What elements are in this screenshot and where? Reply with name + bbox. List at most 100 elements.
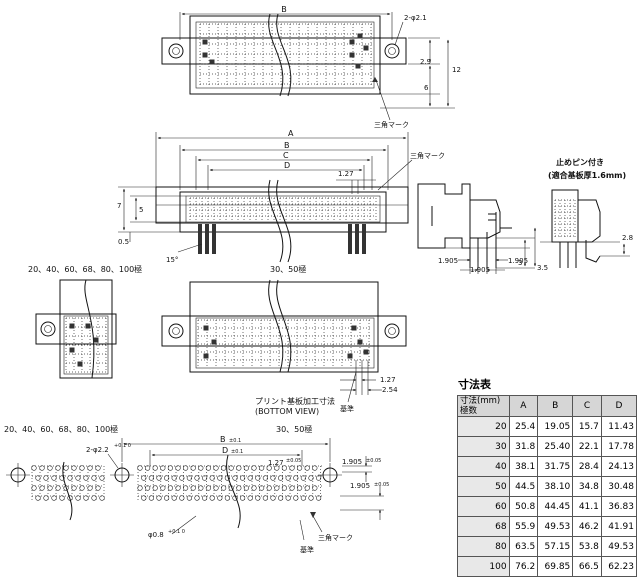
- pcb-hole: [164, 475, 170, 481]
- pcb-hole: [247, 475, 253, 481]
- pcb-hole: [183, 465, 189, 471]
- cell-d: 11.43: [600, 416, 638, 437]
- pcb-sub: (BOTTOM VIEW): [255, 407, 319, 416]
- pcb-hole: [141, 475, 147, 481]
- header-dim: 寸法(mm): [460, 396, 501, 406]
- pcb-hole: [198, 485, 204, 491]
- pcb-hole: [148, 475, 154, 481]
- cell-d: 41.91: [600, 516, 638, 537]
- row-poles: 50: [457, 476, 510, 497]
- hole-08-tol: +0.1 0: [168, 529, 185, 535]
- pin-square: [351, 325, 357, 331]
- pcb-hole: [243, 485, 249, 491]
- pcb-hole: [137, 465, 143, 471]
- pcb-hole: [47, 465, 53, 471]
- cell-c: 46.2: [572, 516, 602, 537]
- pcb-hole: [293, 495, 299, 501]
- side-profile: 3 3.5 1.905 1.905 1.905: [417, 183, 548, 274]
- cell-c: 34.8: [572, 476, 602, 497]
- header-poles: 極数: [460, 406, 478, 416]
- cell-a: 55.9: [508, 516, 539, 537]
- cell-c: 41.1: [572, 496, 602, 517]
- pcb-hole: [67, 475, 73, 481]
- pcb-hole: [43, 475, 49, 481]
- dim-127-bot-tol: ±0.05: [286, 458, 301, 464]
- dim-7-label: 7: [117, 202, 121, 210]
- row-poles: 68: [457, 516, 510, 537]
- pin-square: [203, 325, 209, 331]
- row-poles: 20: [457, 416, 510, 437]
- pcb-hole: [304, 465, 310, 471]
- angle-15-label: 15°: [166, 256, 178, 264]
- cell-c: 28.4: [572, 456, 602, 477]
- dim-b-bot-label: B: [220, 435, 226, 444]
- cell-b: 25.40: [537, 436, 574, 457]
- cell-c: 66.5: [572, 556, 602, 577]
- table-title: 寸法表: [458, 378, 491, 391]
- cell-d: 49.53: [600, 536, 638, 557]
- pcb-hole: [281, 485, 288, 491]
- cell-b: 38.10: [537, 476, 574, 497]
- pcb-hole: [194, 475, 200, 481]
- row-poles: 60: [457, 496, 510, 517]
- cell-b: 57.15: [537, 536, 574, 557]
- pin-leg: [198, 224, 202, 254]
- pin-leg: [212, 224, 216, 254]
- pcb-hole: [251, 465, 257, 471]
- pcb-hole: [221, 485, 227, 491]
- pcb-hole: [79, 485, 85, 491]
- pcb-hole: [240, 495, 246, 501]
- cell-a: 31.8: [508, 436, 539, 457]
- row-poles: 80: [457, 536, 510, 557]
- pcb-hole: [35, 475, 41, 481]
- cell-d: 62.23: [600, 556, 638, 577]
- dim-127-b-label: 1.27: [380, 376, 396, 384]
- dim-12-label: 12: [452, 66, 461, 74]
- pin-square: [209, 59, 215, 65]
- col-c-header: C: [572, 395, 602, 417]
- pin-square: [69, 347, 75, 353]
- pin-square: [349, 39, 355, 45]
- pcb-hole: [236, 465, 242, 471]
- pcb-hole: [262, 495, 269, 501]
- dim-b-bot-tol: ±0.1: [229, 438, 241, 444]
- pcb-hole: [43, 495, 49, 501]
- pcb-hole: [209, 475, 215, 481]
- pcb-hole: [167, 465, 173, 471]
- pcb-hole: [148, 495, 154, 501]
- dim-3-label: 3: [518, 259, 522, 267]
- pcb-hole: [145, 465, 151, 471]
- pcb-hole: [255, 495, 261, 501]
- pcb-hole: [266, 465, 272, 471]
- cell-b: 49.53: [537, 516, 574, 537]
- pcb-hole: [35, 495, 41, 501]
- pcb-hole: [164, 495, 170, 501]
- pcb-hole: [259, 465, 265, 471]
- pin-square: [203, 353, 209, 359]
- pcb-hole: [160, 465, 166, 471]
- pcb-hole: [175, 485, 181, 491]
- pcb-hole: [95, 485, 101, 491]
- dim-d-bot-label: D: [222, 446, 228, 455]
- pcb-hole: [304, 485, 310, 491]
- pcb-hole: [255, 475, 261, 481]
- poles-right-bot-label: 30、50極: [276, 424, 312, 434]
- cell-b: 69.85: [537, 556, 574, 577]
- pcb-hole: [190, 485, 196, 491]
- pcb-hole: [312, 465, 318, 471]
- pcb-hole: [91, 495, 97, 501]
- pcb-hole: [51, 495, 57, 501]
- pcb-hole: [266, 485, 272, 491]
- pcb-hole: [31, 465, 37, 471]
- cell-c: 15.7: [572, 416, 602, 437]
- pcb-hole: [228, 465, 234, 471]
- pcb-title: プリント基板加工寸法: [255, 396, 335, 406]
- cell-a: 63.5: [508, 536, 539, 557]
- kijun-2-label: 基準: [300, 545, 314, 554]
- dim-d-bot-tol: ±0.1: [231, 449, 243, 455]
- cell-b: 19.05: [537, 416, 574, 437]
- cell-d: 30.48: [600, 476, 638, 497]
